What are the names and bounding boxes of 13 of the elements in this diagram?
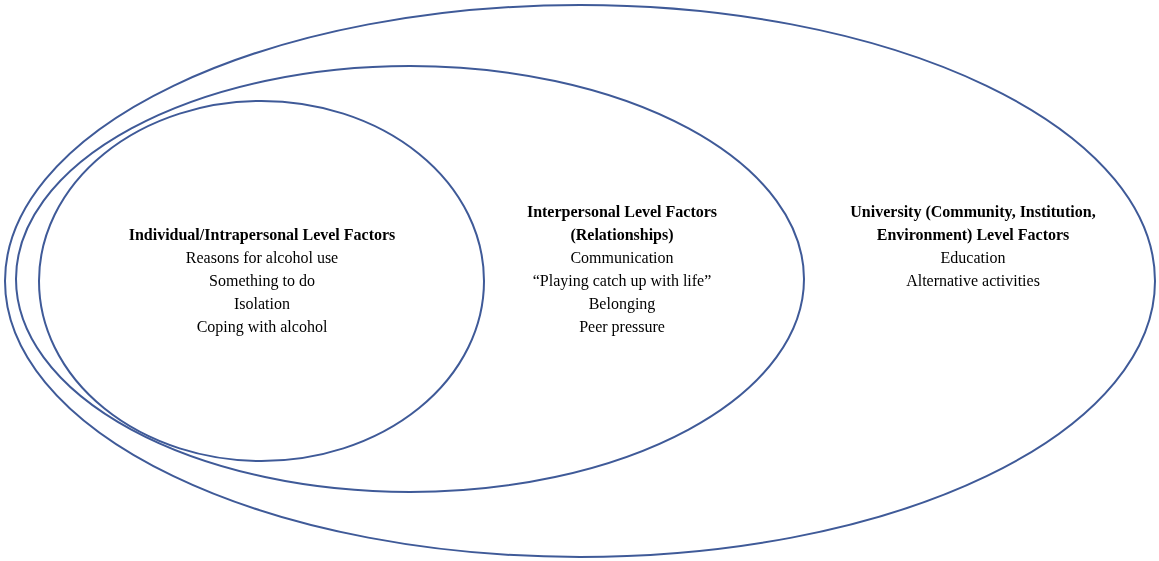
factor-item: Alternative activities <box>905 271 1041 291</box>
level-heading: Individual/Intrapersonal Level Factors <box>127 225 397 246</box>
factor-item: Reasons for alcohol use <box>184 248 340 268</box>
factor-item: Education <box>939 248 1007 268</box>
factor-item: Peer pressure <box>578 317 666 338</box>
factor-item: Belonging <box>587 294 657 315</box>
factor-item: Coping with alcohol <box>195 317 329 338</box>
factor-item: “Playing catch up with life” <box>531 271 713 292</box>
level-heading: University (Community, Institution, Environment) Level Factors <box>849 202 1097 246</box>
factor-item: Isolation <box>233 294 291 314</box>
factor-item: Communication <box>569 248 675 268</box>
level-heading: Interpersonal Level Factors (Relationships) <box>525 202 719 246</box>
factor-item: Something to do <box>208 271 316 292</box>
